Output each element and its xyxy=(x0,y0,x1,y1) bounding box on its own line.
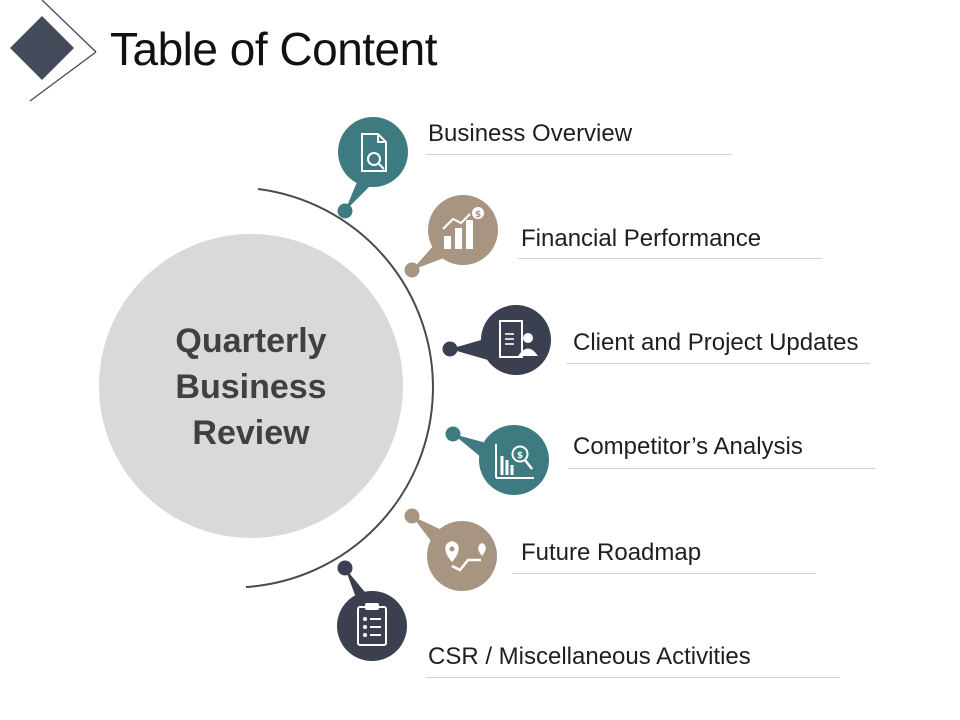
document-search-icon xyxy=(361,133,387,172)
item-4-node: $ xyxy=(445,425,549,495)
svg-text:$: $ xyxy=(517,451,523,461)
center-label-line: Review xyxy=(192,414,310,452)
item-label-csr-misc-activities: CSR / Miscellaneous Activities xyxy=(428,643,751,670)
divider xyxy=(426,677,840,678)
item-1-node xyxy=(337,117,408,219)
item-label-competitors-analysis: Competitor’s Analysis xyxy=(573,433,803,460)
item-label-financial-performance: Financial Performance xyxy=(521,225,762,252)
growth-chart-dollar-icon: $ xyxy=(442,207,484,249)
divider xyxy=(568,468,875,469)
page-title: Table of Content xyxy=(110,23,438,75)
divider xyxy=(512,573,816,574)
center-label-line: Business xyxy=(175,368,327,406)
item-5-node xyxy=(404,508,497,591)
center-circle xyxy=(99,234,403,538)
item-label-client-project-updates: Client and Project Updates xyxy=(573,329,859,356)
clipboard-checklist-icon xyxy=(357,603,387,646)
chart-dollar-magnifier-icon: $ xyxy=(495,444,534,479)
item-3-node xyxy=(442,305,551,375)
divider xyxy=(426,154,732,155)
svg-text:$: $ xyxy=(475,210,481,220)
client-document-icon xyxy=(499,320,538,358)
diamond-logo-icon xyxy=(10,0,97,102)
divider xyxy=(566,363,870,364)
item-label-business-overview: Business Overview xyxy=(428,120,633,147)
route-map-icon xyxy=(445,541,486,572)
item-2-node: $ xyxy=(404,195,498,278)
center-label: Quarterly Business Review xyxy=(100,318,402,456)
divider xyxy=(518,258,822,259)
item-6-node xyxy=(337,560,407,661)
center-label-line: Quarterly xyxy=(175,322,327,360)
item-label-future-roadmap: Future Roadmap xyxy=(521,539,702,566)
connector-arc xyxy=(245,188,434,588)
